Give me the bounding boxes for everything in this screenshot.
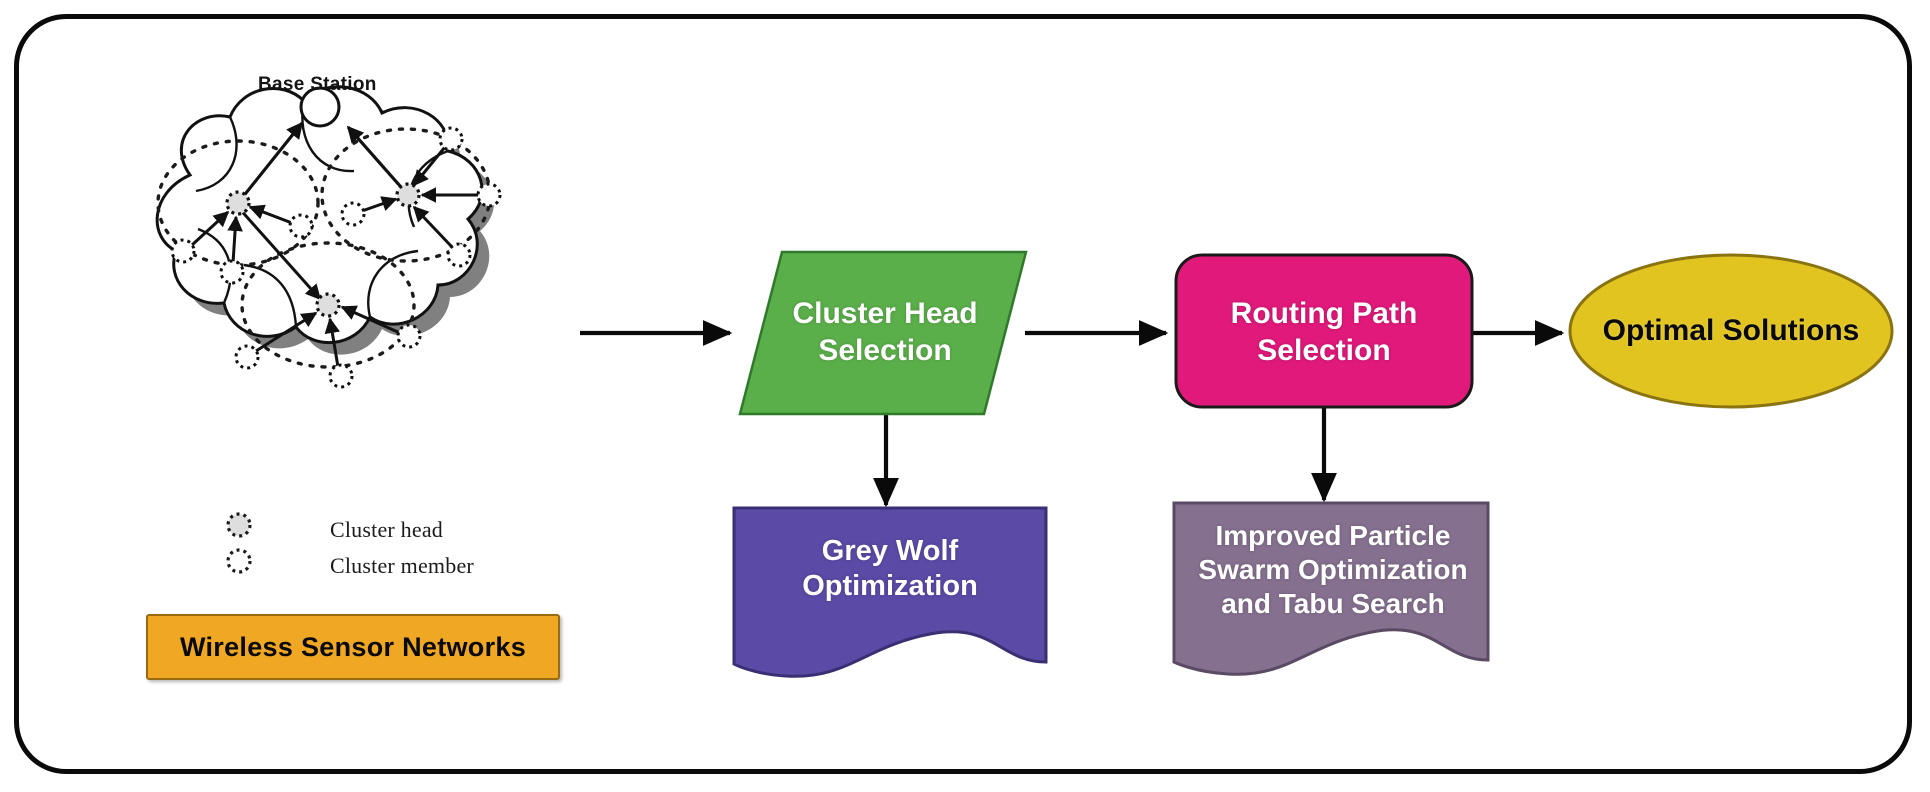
cluster-head-node (225, 190, 251, 216)
legend-label-cluster-member: Cluster member (330, 553, 474, 578)
cluster-boundary-3 (240, 241, 416, 369)
cluster-member-node (170, 238, 196, 264)
cluster-head-node (315, 292, 341, 318)
cluster-member-node (438, 126, 464, 152)
cluster-member-node (288, 213, 314, 239)
cluster-member-node (234, 344, 260, 370)
wireless-sensor-networks-box[interactable]: Wireless Sensor Networks (146, 614, 560, 680)
uplink-arrows (236, 121, 410, 204)
cluster-member-node (446, 242, 472, 268)
cluster-1-links (190, 204, 293, 264)
cluster-member-icon (226, 548, 252, 574)
base-station-node (299, 86, 341, 128)
cluster-head-node (395, 182, 421, 208)
cluster-head-icon (226, 512, 252, 538)
cluster-member-node (219, 259, 245, 285)
wireless-sensor-network-illustration (155, 85, 502, 389)
cluster-member-node (328, 363, 354, 389)
cluster-member-node (396, 323, 422, 349)
cluster-3-links (236, 206, 401, 368)
cluster-member-node (476, 182, 502, 208)
legend-symbols (226, 512, 252, 574)
cluster-member-node (340, 201, 366, 227)
wireless-sensor-networks-label: Wireless Sensor Networks (179, 631, 527, 662)
cluster-2-links (361, 146, 480, 249)
base-station-label: Base Station (258, 74, 377, 95)
legend-label-cluster-head: Cluster head (330, 517, 443, 542)
